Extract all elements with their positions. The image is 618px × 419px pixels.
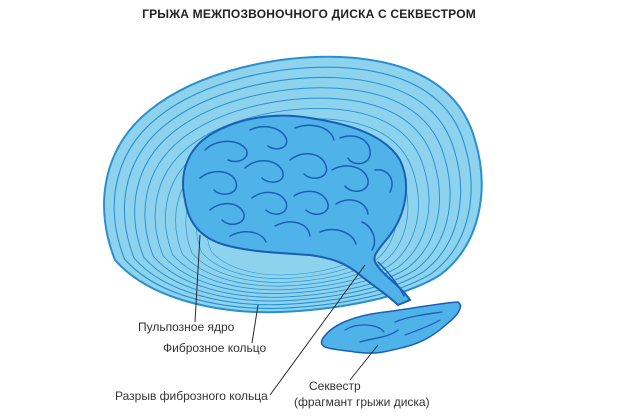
nucleus-pulposus [182, 114, 412, 307]
annulus-ring [124, 76, 461, 306]
label-sequester: Секвестр [309, 379, 361, 393]
label-annulus-rupture: Разрыв фиброзного кольца [115, 389, 268, 403]
leader-sequester [349, 344, 379, 381]
annulus-ring [154, 108, 430, 295]
leader-lines [194, 234, 379, 396]
sequester-shape [320, 301, 462, 354]
annulus-ring [144, 97, 440, 298]
sequester-fragment [320, 301, 462, 354]
diagram-title: ГРЫЖА МЕЖПОЗВОНОЧНОГО ДИСКА С СЕКВЕСТРОМ [142, 7, 476, 21]
nucleus-folds [199, 124, 405, 297]
annulus-ring [113, 66, 472, 310]
leader-rupture [269, 264, 366, 396]
label-sequester-description: (фрагмант грыжи диска) [294, 395, 430, 409]
annulus-ring [134, 87, 451, 302]
label-annulus-fibrosus: Фиброзное кольцо [163, 341, 267, 355]
leader-annulus [251, 304, 259, 344]
label-nucleus-pulposus: Пульпозное ядро [138, 320, 235, 334]
leader-nucleus [194, 234, 201, 323]
